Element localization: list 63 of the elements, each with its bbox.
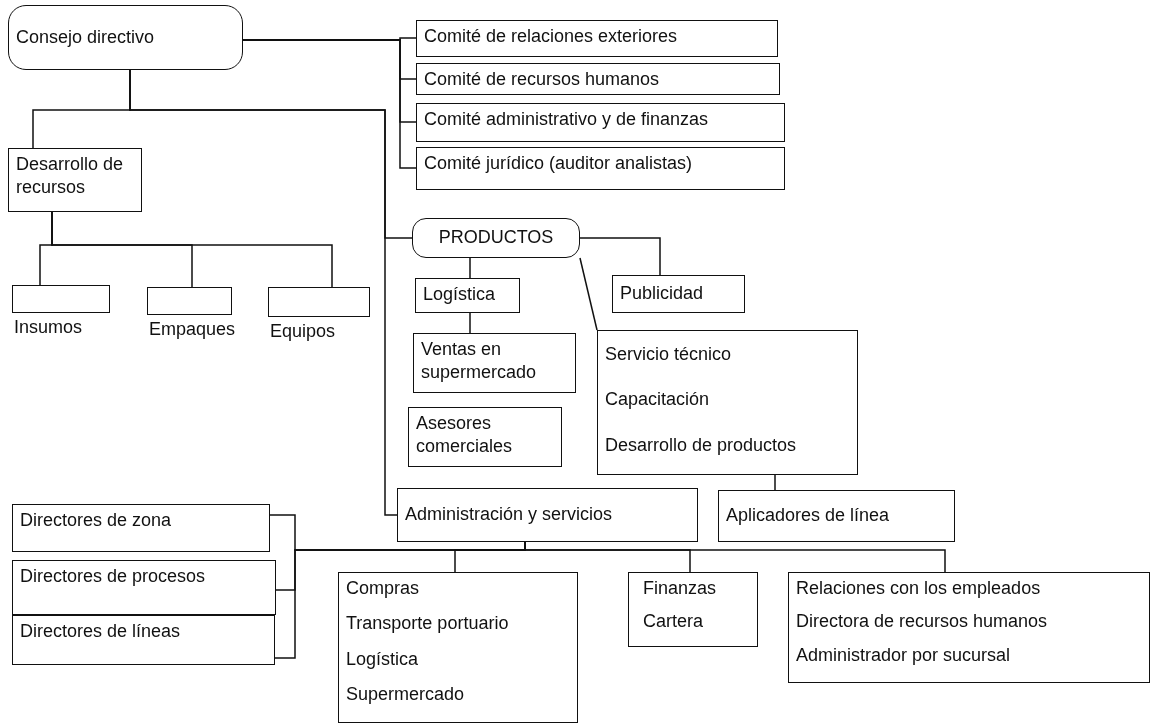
list-item: Cartera (643, 610, 705, 634)
node-label: Equipos (270, 321, 336, 343)
list-item: Compras (346, 577, 421, 600)
org-box (416, 103, 785, 142)
org-box (612, 275, 745, 313)
list-item: Finanzas (643, 577, 718, 600)
org-box (12, 504, 270, 552)
org-box (788, 572, 1150, 683)
connector-line (129, 69, 398, 516)
connector-line (579, 237, 661, 276)
empty-box (12, 285, 110, 313)
list-item: Capacitación (605, 388, 711, 412)
box-label: Desarrollo de recursos (16, 153, 125, 200)
org-box (416, 63, 780, 95)
box-label: Directores de procesos (20, 565, 207, 588)
org-box (597, 330, 858, 475)
org-box (416, 20, 778, 57)
box-label: Aplicadores de línea (726, 504, 891, 528)
rounded-box (8, 5, 243, 70)
org-box (12, 560, 276, 615)
list-item: Servicio técnico (605, 343, 733, 366)
org-box (12, 615, 275, 665)
box-label: Directores de líneas (20, 620, 182, 643)
box-label: PRODUCTOS (438, 226, 554, 250)
box-label: Consejo directivo (16, 25, 156, 49)
connector-line (51, 211, 333, 288)
list-item: Logística (346, 647, 420, 671)
org-box (413, 333, 576, 393)
box-label: Comité administrativo y de finanzas (424, 108, 710, 131)
node-label: Empaques (149, 319, 236, 341)
empty-box (147, 287, 232, 315)
org-box (718, 490, 955, 542)
empty-box (268, 287, 370, 317)
box-label: Asesores comerciales (416, 412, 514, 459)
connector-line (242, 39, 417, 169)
connector-line (469, 312, 471, 334)
org-box (415, 278, 520, 313)
box-label: Ventas en supermercado (421, 338, 538, 385)
rounded-box (412, 218, 580, 258)
org-box (338, 572, 578, 723)
connector-line (579, 257, 598, 331)
list-item: Administrador por sucursal (796, 643, 1012, 667)
org-box (628, 572, 758, 647)
box-label: Logística (423, 283, 497, 306)
connector-line (274, 541, 526, 659)
list-item: Directora de recursos humanos (796, 610, 1049, 634)
org-box (397, 488, 698, 542)
org-box (416, 147, 785, 190)
org-box (8, 148, 142, 212)
list-item: Relaciones con los empleados (796, 577, 1042, 600)
box-label: Comité de recursos humanos (424, 68, 661, 91)
connector-line (774, 474, 776, 491)
list-item: Supermercado (346, 683, 466, 707)
box-label: Directores de zona (20, 509, 173, 532)
box-label: Publicidad (620, 282, 705, 306)
box-label: Comité de relaciones exteriores (424, 25, 679, 48)
list-item: Transporte portuario (346, 612, 510, 636)
connector-line (469, 257, 471, 279)
box-label: Administración y servicios (405, 503, 614, 527)
node-label: Insumos (14, 317, 83, 339)
box-label: Comité jurídico (auditor analistas) (424, 152, 694, 175)
org-box (408, 407, 562, 467)
list-item: Desarrollo de productos (605, 433, 798, 457)
